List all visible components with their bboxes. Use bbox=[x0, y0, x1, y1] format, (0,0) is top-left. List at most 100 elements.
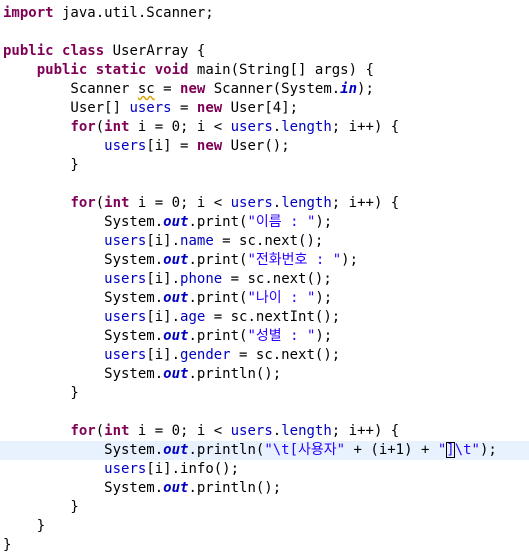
code-token: phone bbox=[180, 271, 223, 287]
code-token: .println(); bbox=[188, 480, 282, 496]
code-token bbox=[146, 62, 154, 78]
code-token: length bbox=[281, 195, 332, 211]
code-token: for bbox=[70, 119, 96, 135]
code-token: public bbox=[36, 62, 88, 78]
code-token: . bbox=[272, 423, 282, 439]
code-token: ); bbox=[315, 290, 333, 306]
code-token: System. bbox=[3, 480, 164, 496]
code-token: users bbox=[230, 423, 273, 439]
code-token bbox=[3, 138, 104, 154]
code-token: ; i++) { bbox=[331, 119, 400, 135]
code-token: main(String[] args) { bbox=[188, 62, 374, 78]
code-token: public bbox=[3, 43, 54, 59]
code-line[interactable]: } bbox=[3, 498, 79, 517]
code-token: } bbox=[3, 499, 79, 515]
code-token bbox=[87, 62, 95, 78]
code-line[interactable]: for(int i = 0; i < users.length; i++) { bbox=[3, 194, 399, 213]
code-token: static bbox=[95, 62, 147, 78]
code-token: + (i+1) + bbox=[345, 442, 438, 458]
code-token: . bbox=[272, 119, 282, 135]
code-line[interactable]: System.out.println(); bbox=[3, 365, 281, 384]
code-token bbox=[3, 195, 70, 211]
code-token: .print( bbox=[188, 290, 248, 306]
code-token: ( bbox=[95, 119, 105, 135]
code-token: length bbox=[281, 423, 332, 439]
code-token: for bbox=[70, 195, 96, 211]
code-token: ( bbox=[95, 423, 105, 439]
code-token: .print( bbox=[188, 252, 248, 268]
code-token: = bbox=[154, 81, 181, 97]
code-token: users bbox=[104, 347, 147, 363]
code-line[interactable]: users[i].age = sc.nextInt(); bbox=[3, 308, 340, 327]
code-token: age bbox=[180, 309, 206, 325]
code-token: "이름 : " bbox=[247, 214, 316, 230]
code-token: ); bbox=[315, 328, 333, 344]
code-token: users bbox=[104, 461, 147, 477]
code-token: = sc.next(); bbox=[230, 347, 341, 363]
code-token: out bbox=[163, 480, 189, 496]
code-token: } bbox=[3, 157, 79, 173]
code-token: User[] bbox=[3, 100, 130, 116]
current-code-line[interactable]: System.out.println("\t[사용자" + (i+1) + "]… bbox=[0, 441, 529, 460]
code-token: = sc.next(); bbox=[222, 271, 332, 287]
code-token: .print( bbox=[188, 328, 248, 344]
code-line[interactable]: users[i].info(); bbox=[3, 460, 239, 479]
code-token: i = 0; i < bbox=[129, 119, 231, 135]
code-line[interactable]: System.out.print("이름 : "); bbox=[3, 213, 332, 232]
code-line[interactable]: } bbox=[3, 536, 11, 554]
code-token: = sc.next(); bbox=[213, 233, 324, 249]
code-line[interactable]: System.out.print("나이 : "); bbox=[3, 289, 332, 308]
code-token bbox=[3, 62, 37, 78]
code-token: int bbox=[104, 119, 130, 135]
code-token: for bbox=[70, 423, 96, 439]
code-token: users bbox=[104, 309, 147, 325]
code-line[interactable]: import java.util.Scanner; bbox=[3, 4, 214, 23]
code-token: gender bbox=[180, 347, 231, 363]
code-token: class bbox=[62, 43, 105, 59]
code-line[interactable]: public static void main(String[] args) { bbox=[3, 61, 374, 80]
code-token: System. bbox=[3, 442, 164, 458]
code-line[interactable]: System.out.print("성별 : "); bbox=[3, 327, 332, 346]
code-line[interactable]: } bbox=[3, 384, 78, 403]
code-token: ); bbox=[341, 252, 358, 268]
code-line[interactable]: public class UserArray { bbox=[3, 42, 205, 61]
code-token: out bbox=[163, 214, 189, 230]
code-token: name bbox=[180, 233, 214, 249]
code-token: User(); bbox=[222, 138, 290, 154]
code-line[interactable]: } bbox=[3, 156, 79, 175]
code-token: ); bbox=[315, 214, 333, 230]
code-token: sc bbox=[137, 81, 155, 97]
code-token bbox=[3, 271, 104, 287]
code-token: = sc.nextInt(); bbox=[205, 309, 341, 325]
code-token: ); bbox=[357, 81, 374, 97]
code-line[interactable]: User[] users = new User[4]; bbox=[3, 99, 298, 118]
code-token: .println(); bbox=[188, 366, 282, 382]
code-token bbox=[3, 347, 104, 363]
code-line[interactable]: Scanner sc = new Scanner(System.in); bbox=[3, 80, 374, 99]
code-token: .print( bbox=[188, 214, 248, 230]
code-token: void bbox=[154, 62, 189, 78]
code-token: System. bbox=[3, 366, 164, 382]
code-token: new bbox=[196, 100, 223, 116]
code-line[interactable]: users[i].gender = sc.next(); bbox=[3, 346, 340, 365]
code-token: i = 0; i < bbox=[129, 195, 231, 211]
code-token: "성별 : " bbox=[247, 328, 316, 344]
code-token: out bbox=[163, 252, 189, 268]
code-token: ( bbox=[95, 195, 105, 211]
code-token: User[4]; bbox=[222, 100, 299, 116]
code-line[interactable]: users[i].name = sc.next(); bbox=[3, 232, 323, 251]
code-token: Scanner(System. bbox=[205, 81, 341, 97]
code-line[interactable]: System.out.println(); bbox=[3, 479, 281, 498]
code-token: System. bbox=[3, 214, 164, 230]
code-token: ; i++) { bbox=[331, 195, 400, 211]
code-token: users bbox=[104, 233, 147, 249]
code-line[interactable]: users[i] = new User(); bbox=[3, 137, 290, 156]
code-line[interactable]: } bbox=[3, 517, 45, 536]
code-token: } bbox=[3, 537, 12, 553]
code-line[interactable]: users[i].phone = sc.next(); bbox=[3, 270, 332, 289]
code-line[interactable]: for(int i = 0; i < users.length; i++) { bbox=[3, 422, 399, 441]
code-line[interactable]: for(int i = 0; i < users.length; i++) { bbox=[3, 118, 399, 137]
code-line[interactable]: System.out.print("전화번호 : "); bbox=[3, 251, 358, 270]
code-token: java.util.Scanner; bbox=[53, 5, 214, 21]
